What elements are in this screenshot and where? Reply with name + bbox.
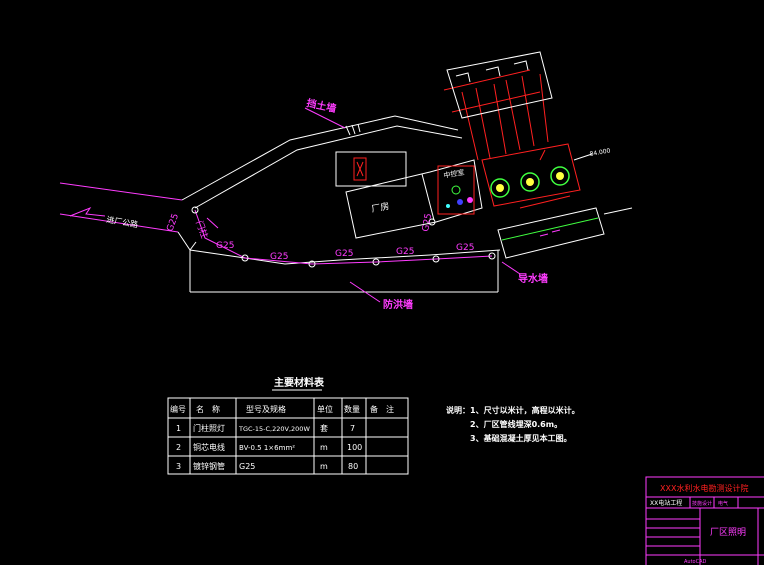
svg-text:1: 1 bbox=[176, 424, 181, 433]
flood-wall-label: 防洪墙 bbox=[383, 298, 413, 311]
unit-1 bbox=[490, 178, 510, 198]
title-block-project: XX电站工程 bbox=[650, 499, 682, 507]
elevation-mark: 84.000 bbox=[589, 147, 611, 158]
powerhouse-label: 厂房 bbox=[370, 200, 390, 215]
svg-text:TGC-15-C,220V,200W: TGC-15-C,220V,200W bbox=[238, 425, 310, 433]
lamp-post-6 bbox=[488, 252, 496, 260]
title-block-part: 电气 bbox=[718, 500, 728, 507]
svg-text:100: 100 bbox=[347, 443, 362, 452]
title-block-company: XXX水利水电勘测设计院 bbox=[660, 483, 748, 493]
lamp-post-3 bbox=[308, 260, 316, 268]
table-row: 3 镀锌钢管 G25 m 80 bbox=[176, 461, 358, 471]
svg-text:7: 7 bbox=[350, 424, 355, 433]
equipment-symbols bbox=[446, 185, 473, 208]
svg-text:镀锌钢管: 镀锌钢管 bbox=[193, 461, 225, 471]
svg-text:G25: G25 bbox=[239, 462, 255, 471]
pipe-label: G25 bbox=[456, 243, 474, 253]
road-label: 进厂公路 bbox=[106, 214, 139, 229]
tailrace bbox=[497, 207, 633, 259]
powerhouse-building bbox=[345, 159, 483, 239]
svg-text:80: 80 bbox=[348, 462, 358, 471]
title-block-drawing-name: 厂区照明 bbox=[710, 527, 746, 538]
table-header-row: 编号 名 称 型号及规格 单位 数量 备 注 bbox=[170, 404, 394, 414]
notes-title: 说明： bbox=[446, 405, 470, 415]
pipe-label: G25 bbox=[216, 241, 234, 251]
svg-text:3: 3 bbox=[176, 462, 181, 471]
table-title: 主要材料表 bbox=[274, 376, 325, 389]
table-header-cell: 编号 bbox=[170, 404, 186, 414]
lamp-post-2 bbox=[241, 254, 249, 262]
svg-text:门柱照灯: 门柱照灯 bbox=[193, 423, 225, 433]
table-header-cell: 数量 bbox=[344, 404, 360, 414]
table-header-cell: 型号及规格 bbox=[246, 404, 286, 414]
lamp-post-label: 门柱 bbox=[193, 219, 210, 240]
unit-2 bbox=[520, 172, 540, 192]
control-room-label: 中控室 bbox=[443, 167, 465, 180]
lamp-post-1 bbox=[191, 206, 199, 214]
table-row: 1 门柱照灯 TGC-15-C,220V,200W 套 7 bbox=[176, 423, 355, 433]
table-row: 2 铜芯电线 BV-0.5 1×6mm² m 100 bbox=[176, 442, 362, 452]
table-header-cell: 备 注 bbox=[370, 404, 394, 414]
material-table bbox=[167, 397, 409, 475]
elevation-leader bbox=[573, 153, 593, 161]
pipe-labels: G25 G25 G25 G25 G25 G25 G25 bbox=[165, 212, 474, 262]
pipe-label: G25 bbox=[335, 249, 353, 259]
flood-wall-leader bbox=[349, 281, 381, 303]
retaining-wall-label: 挡土墙 bbox=[305, 96, 337, 115]
tailrace-wall-label: 导水墙 bbox=[518, 272, 548, 285]
penstocks bbox=[443, 51, 553, 161]
access-road bbox=[59, 182, 183, 233]
note-item: 2、厂区管线埋深0.6m。 bbox=[470, 419, 562, 429]
svg-text:套: 套 bbox=[320, 423, 328, 433]
table-header-cell: 单位 bbox=[317, 404, 333, 414]
pipe-label: G25 bbox=[165, 212, 181, 233]
pipe-label: G25 bbox=[396, 247, 414, 257]
svg-text:BV-0.5 1×6mm²: BV-0.5 1×6mm² bbox=[239, 444, 295, 452]
title-block bbox=[645, 476, 764, 565]
lamp-posts bbox=[191, 206, 496, 268]
flood-wall bbox=[177, 231, 501, 293]
table-header-cell: 名 称 bbox=[196, 404, 220, 414]
title-block-software: AutoCAD bbox=[684, 559, 707, 565]
tailrace-leader bbox=[501, 261, 521, 275]
generator-units bbox=[481, 143, 581, 209]
pipe-label: G25 bbox=[421, 213, 434, 233]
pipe-label: G25 bbox=[270, 252, 288, 262]
svg-text:铜芯电线: 铜芯电线 bbox=[193, 442, 225, 452]
lamp-post-5 bbox=[432, 255, 440, 263]
design-notes: 说明： 1、尺寸以米计，高程以米计。 2、厂区管线埋深0.6m。 3、基础混凝土… bbox=[446, 405, 580, 443]
note-item: 3、基础混凝土厚见本工图。 bbox=[470, 433, 572, 443]
svg-text:m: m bbox=[320, 443, 328, 452]
svg-text:2: 2 bbox=[176, 443, 181, 452]
title-block-stage: 技施设计 bbox=[692, 500, 712, 507]
retaining-wall bbox=[181, 115, 463, 209]
lamp-post-4 bbox=[372, 258, 380, 266]
lighting-cable bbox=[194, 209, 493, 265]
unit-3 bbox=[550, 166, 570, 186]
transformer-yard bbox=[335, 151, 407, 187]
note-item: 1、尺寸以米计，高程以米计。 bbox=[470, 405, 580, 415]
svg-text:m: m bbox=[320, 462, 328, 471]
retaining-wall-leader bbox=[304, 107, 346, 129]
